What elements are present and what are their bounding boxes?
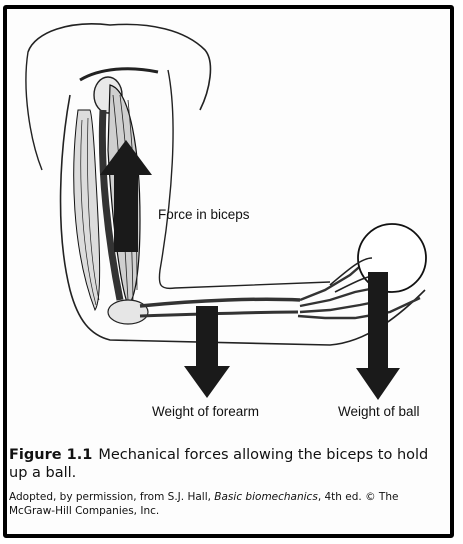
ball-weight-label: Weight of ball xyxy=(338,404,420,419)
triceps-muscle xyxy=(74,110,100,310)
credit-prefix: Adopted, by permission, from S.J. Hall, xyxy=(9,491,214,503)
figure-number: Figure 1.1 xyxy=(9,447,92,463)
biceps-force-label: Force in biceps xyxy=(158,207,250,222)
clavicle xyxy=(80,69,158,80)
back-outline xyxy=(26,52,42,170)
forearm-weight-label: Weight of forearm xyxy=(152,404,259,419)
credit-book-title: Basic biomechanics xyxy=(214,491,318,503)
radius-bone xyxy=(140,299,300,306)
forearm-weight-arrow xyxy=(184,306,230,398)
upper-arm-inner xyxy=(159,70,330,288)
elbow-joint xyxy=(108,300,148,324)
figure-credit: Adopted, by permission, from S.J. Hall, … xyxy=(9,490,441,518)
ulna-bone xyxy=(140,312,298,316)
